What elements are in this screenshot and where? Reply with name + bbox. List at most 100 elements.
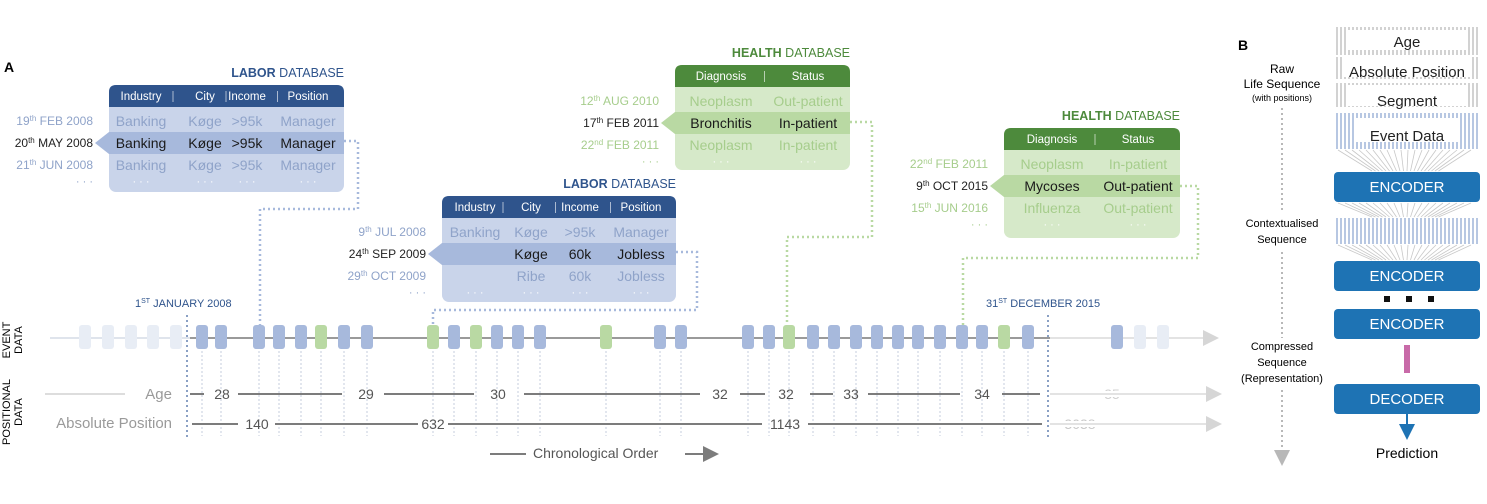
db-labor2-selected-row	[428, 243, 676, 265]
svg-text:· · ·: · · ·	[238, 176, 255, 188]
event-token	[448, 325, 460, 349]
event-token	[170, 325, 182, 349]
db-health2-cell-2-0: Influenza	[1024, 200, 1081, 216]
event-token	[892, 325, 904, 349]
context-label-2: Sequence	[1257, 234, 1307, 246]
db-labor1-cell-1-2: >95k	[232, 135, 264, 151]
event-token	[998, 325, 1010, 349]
event-token	[600, 325, 612, 349]
db-labor1-cell-2-3: Manager	[280, 157, 336, 173]
svg-text:DATA: DATA	[13, 325, 25, 353]
event-token	[654, 325, 666, 349]
db-labor1-date-1: 20th MAY 2008	[15, 136, 94, 150]
svg-text:· · ·: · · ·	[799, 156, 816, 168]
event-token	[1111, 325, 1123, 349]
svg-text:· · ·: · · ·	[466, 287, 483, 299]
embedding-box	[1344, 57, 1470, 77]
db-labor1-date-2: 21th JUN 2008	[16, 158, 93, 172]
event-token	[1157, 325, 1169, 349]
event-token	[491, 325, 503, 349]
db-labor1-cell-1-3: Manager	[280, 135, 336, 151]
db-labor2-header-1: City	[521, 202, 541, 214]
svg-text:· · ·: · · ·	[971, 219, 988, 231]
svg-text:· · ·: · · ·	[409, 287, 426, 299]
event-token	[807, 325, 819, 349]
db-health1-cell-2-0: Neoplasm	[689, 137, 752, 153]
connector-health-2	[961, 184, 1200, 325]
panel-b-architecture: Raw Life Sequence (with positions) Conte…	[1241, 27, 1480, 466]
db-labor1-cell-2-2: >95k	[232, 157, 264, 173]
event-token	[273, 325, 285, 349]
db-health1-cell-0-1: Out-patient	[773, 93, 842, 109]
db-health1-cell-0-0: Neoplasm	[689, 93, 752, 109]
age-value: 30	[490, 386, 506, 402]
event-token	[196, 325, 208, 349]
embedding-label: Segment	[1377, 93, 1438, 110]
event-token	[295, 325, 307, 349]
start-date-label: 1ST JANUARY 2008	[135, 298, 232, 310]
db-labor1-header-0: Industry	[121, 91, 162, 103]
db-health1-header-0: Diagnosis	[696, 71, 747, 83]
panel-b-label: B	[1238, 37, 1248, 53]
db-labor2-cell-2-3: Jobless	[617, 268, 664, 284]
db-health1-date-2: 22nd FEB 2011	[581, 138, 659, 152]
encoder-ellipsis	[1384, 296, 1434, 302]
svg-text:· · ·: · · ·	[522, 287, 539, 299]
db-health1-date-1: 17th FEB 2011	[583, 116, 659, 130]
db-labor2-date-0: 9th JUL 2008	[358, 225, 426, 239]
db-labor1-cell-0-3: Manager	[280, 113, 336, 129]
raw-label-2: Life Sequence	[1244, 77, 1321, 91]
db-health2-cell-0-0: Neoplasm	[1020, 156, 1083, 172]
event-token	[315, 325, 327, 349]
embedding-box	[1348, 30, 1466, 50]
event-token	[338, 325, 350, 349]
event-token	[512, 325, 524, 349]
db-labor2-header	[442, 196, 676, 218]
db-health2-date-2: 15th JUN 2016	[911, 201, 988, 215]
db-health2-cell-1-0: Mycoses	[1024, 178, 1079, 194]
db-labor2-title: LABOR DATABASE	[563, 177, 676, 191]
representation-bar	[1404, 345, 1410, 373]
db-health2-title: HEALTH DATABASE	[1062, 109, 1180, 123]
db-labor2-cell-2-2: 60k	[569, 268, 593, 284]
decoder-label: DECODER	[1369, 391, 1444, 408]
db-labor2-cell-0-2: >95k	[565, 224, 597, 240]
svg-text:· · ·: · · ·	[642, 156, 659, 168]
event-token	[956, 325, 968, 349]
encoder-label-1: ENCODER	[1369, 179, 1444, 196]
compressed-label-2: Sequence	[1257, 357, 1307, 369]
event-token	[1022, 325, 1034, 349]
age-value: 29	[358, 386, 374, 402]
age-row-label: Age	[145, 386, 172, 403]
age-value: 34	[974, 386, 990, 402]
event-token	[534, 325, 546, 349]
db-labor2-cell-1-3: Jobless	[617, 246, 664, 262]
encoder-block-3	[1334, 309, 1480, 339]
db-labor1-cell-0-2: >95k	[232, 113, 264, 129]
db-labor1-cell-2-0: Banking	[116, 157, 167, 173]
absolute-position-row: 14063211433038	[192, 416, 1102, 432]
db-health2-header-0: Diagnosis	[1027, 134, 1078, 146]
event-token	[828, 325, 840, 349]
svg-text:· · ·: · · ·	[1129, 219, 1146, 231]
event-token	[215, 325, 227, 349]
event-token	[934, 325, 946, 349]
end-date-label: 31ST DECEMBER 2015	[986, 298, 1100, 310]
db-health1-cell-1-1: In-patient	[779, 115, 837, 131]
db-health1-cell-2-1: In-patient	[779, 137, 837, 153]
event-token	[763, 325, 775, 349]
db-labor2-cell-0-0: Banking	[450, 224, 501, 240]
embedding-label: Absolute Position	[1349, 64, 1465, 81]
age-value: 32	[778, 386, 794, 402]
compressed-label-3: (Representation)	[1241, 373, 1323, 385]
db-health2-date-1: 9th OCT 2015	[916, 179, 988, 193]
db-health2-cell-0-1: In-patient	[1109, 156, 1167, 172]
db-labor1-header-3: Position	[288, 91, 329, 103]
db-health2-cell-2-1: Out-patient	[1103, 200, 1172, 216]
db-labor1-date-0: 19th FEB 2008	[16, 114, 93, 128]
